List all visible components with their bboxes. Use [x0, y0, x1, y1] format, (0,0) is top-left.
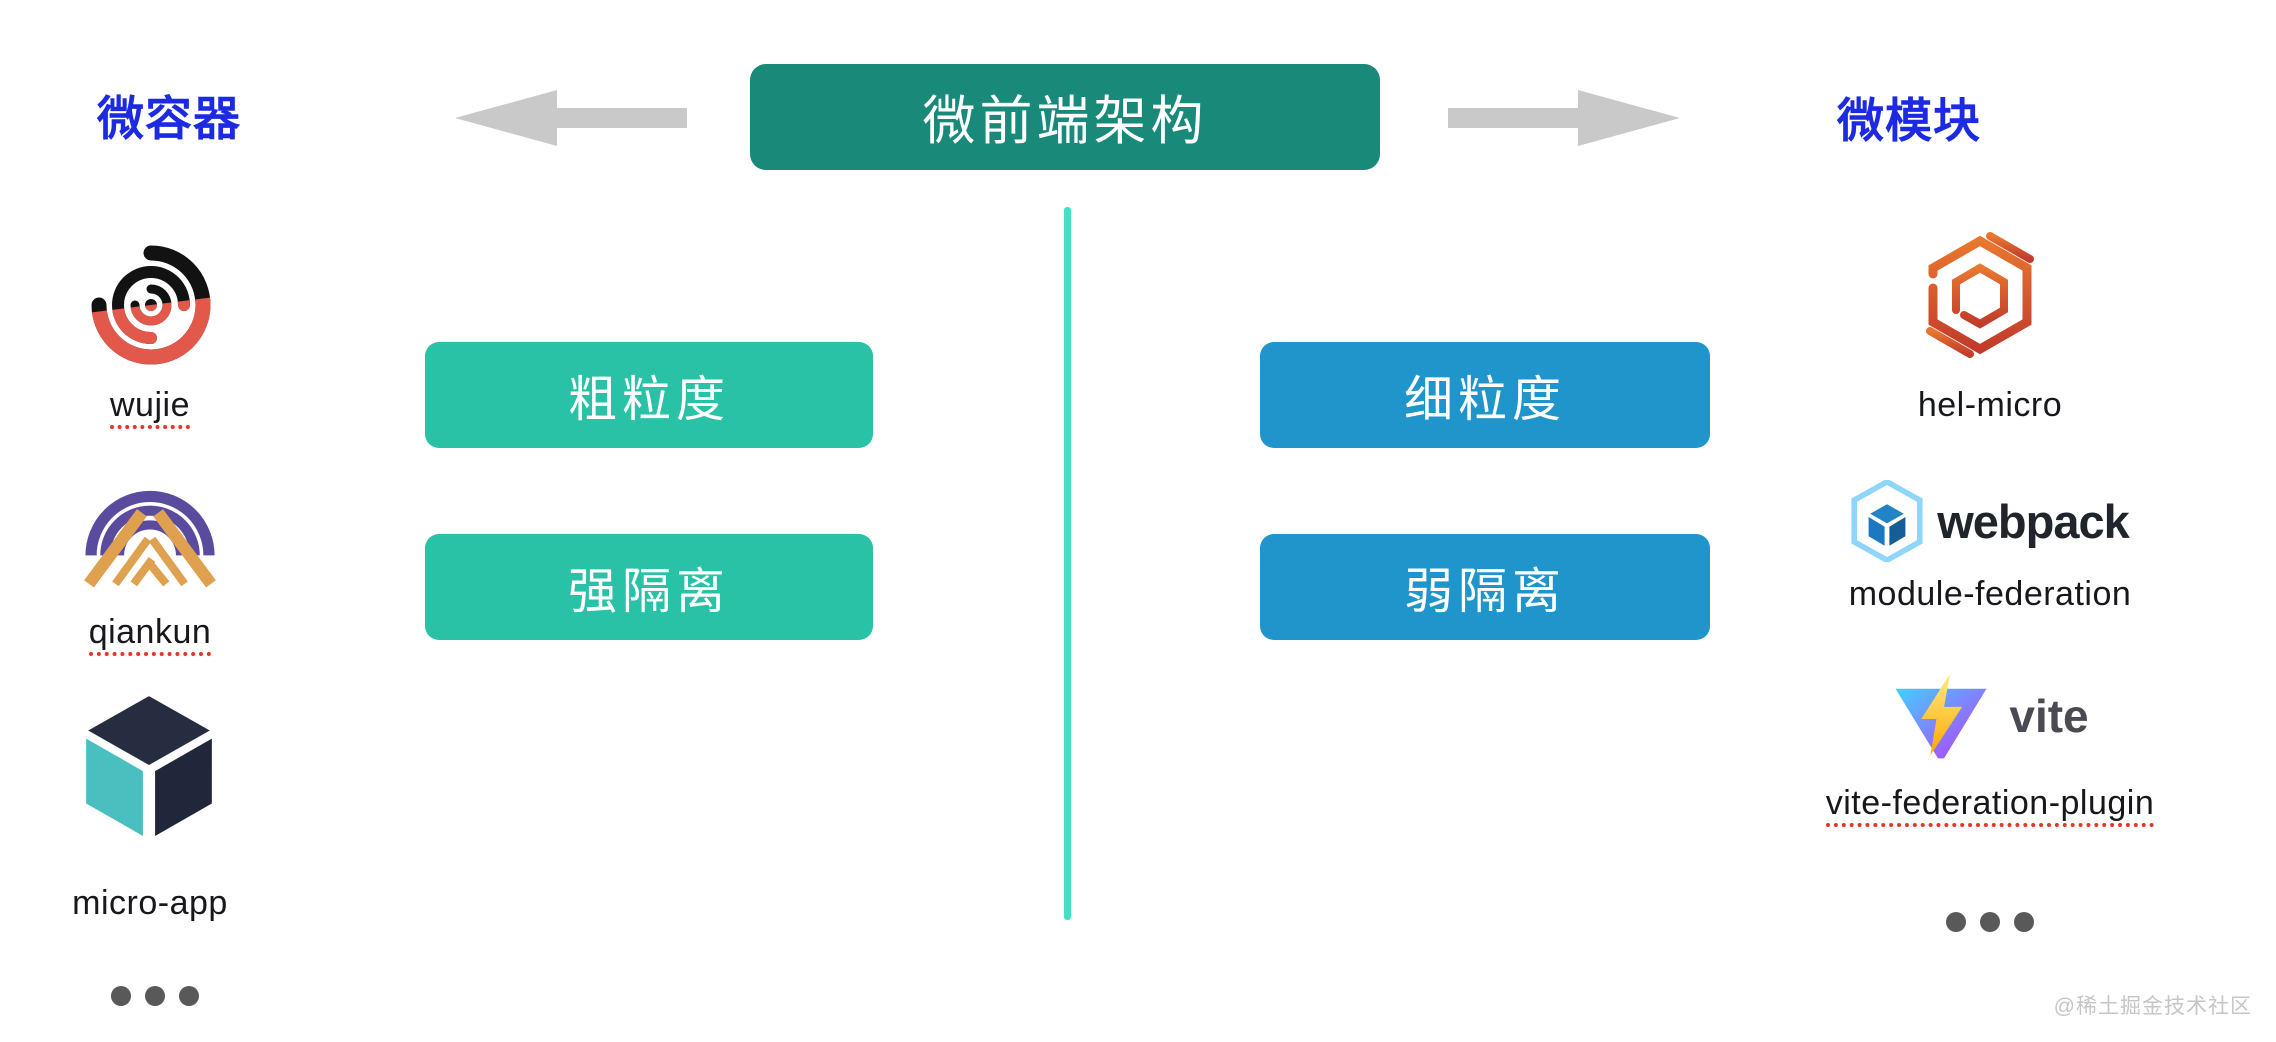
qiankun-caption: qiankun: [30, 613, 270, 656]
coarse-grained-box: 粗粒度: [425, 342, 873, 448]
arrow-right-icon: [1448, 90, 1680, 146]
left-more-ellipsis-icon: [111, 986, 199, 1006]
micro-app-label: micro-app: [72, 884, 228, 922]
webpack-wordmark: webpack: [1937, 494, 2130, 548]
micro-app-logo-icon: [86, 696, 212, 836]
right-side-label: 微模块: [1837, 94, 1981, 147]
qiankun-label: qiankun: [88, 613, 212, 656]
center-divider-line: [1064, 207, 1071, 920]
wujie-logo-icon: [91, 245, 211, 365]
wujie-caption: wujie: [30, 386, 270, 429]
left-side-label: 微容器: [97, 92, 241, 145]
hel-micro-logo-icon: [1926, 232, 2034, 358]
coarse-grained-label: 粗粒度: [567, 372, 730, 427]
module-federation-label: module-federation: [1848, 575, 2132, 613]
strong-isolation-box: 强隔离: [425, 534, 873, 640]
qiankun-logo-icon: [84, 490, 216, 588]
vite-wordmark: vite: [2009, 690, 2089, 742]
fine-grained-label: 细粒度: [1403, 372, 1566, 427]
vite-federation-plugin-caption: vite-federation-plugin: [1800, 784, 2180, 827]
hel-micro-label: hel-micro: [1917, 386, 2063, 424]
vite-federation-plugin-label: vite-federation-plugin: [1825, 784, 2155, 827]
architecture-title-box: 微前端架构: [750, 64, 1380, 170]
wujie-label: wujie: [110, 386, 190, 429]
webpack-lockup: webpack: [1800, 478, 2180, 564]
webpack-logo-icon: [1851, 480, 1923, 562]
strong-isolation-label: 强隔离: [567, 564, 730, 619]
watermark: @稀土掘金技术社区: [2053, 995, 2252, 1018]
hel-micro-caption: hel-micro: [1800, 386, 2180, 425]
micro-app-caption: micro-app: [30, 884, 270, 923]
arrow-left-icon: [455, 90, 687, 146]
fine-grained-box: 细粒度: [1260, 342, 1710, 448]
vite-lockup: vite: [1800, 668, 2180, 764]
weak-isolation-box: 弱隔离: [1260, 534, 1710, 640]
weak-isolation-label: 弱隔离: [1403, 564, 1566, 619]
architecture-title: 微前端架构: [922, 92, 1208, 151]
right-more-ellipsis-icon: [1946, 912, 2034, 932]
module-federation-caption: module-federation: [1800, 575, 2180, 614]
vite-logo-icon: [1895, 673, 1987, 759]
